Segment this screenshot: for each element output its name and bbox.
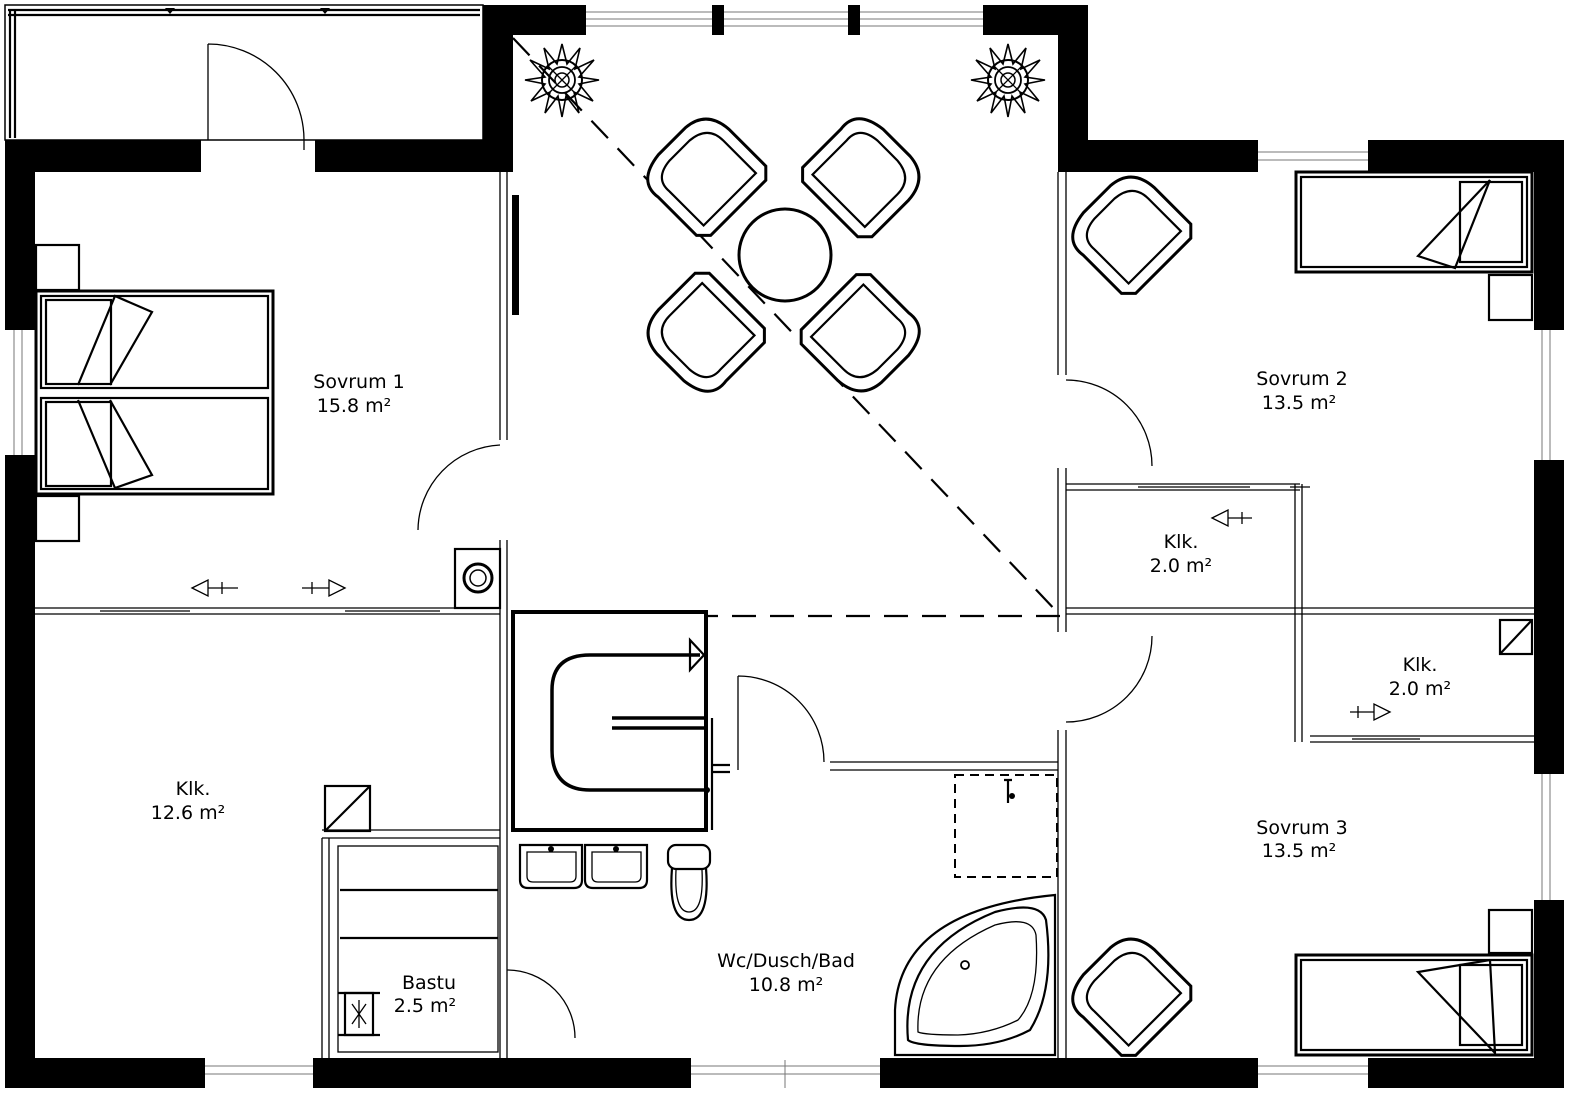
room-name-sovrum-1: Sovrum 1 [313, 371, 404, 393]
single-bed [1294, 953, 1534, 1057]
nightstand [34, 243, 81, 292]
armchair [1060, 925, 1200, 1065]
plant [970, 43, 1046, 118]
toilet [666, 843, 712, 922]
room-area-sovrum-2: 13.5 m² [1262, 392, 1336, 414]
sauna-benches [337, 845, 499, 1053]
room-name-sovrum-3: Sovrum 3 [1256, 817, 1347, 839]
room-name-klk-mid: Klk. [1164, 531, 1199, 553]
shower-area [954, 774, 1058, 878]
sauna-heater [338, 991, 380, 1037]
room-name-bastu: Bastu [402, 972, 456, 994]
direction-arrows [190, 508, 1392, 722]
room-area-bastu: 2.5 m² [394, 995, 456, 1017]
shower [511, 610, 730, 832]
room-area-sovrum-3: 13.5 m² [1262, 840, 1336, 862]
corner-bathtub [893, 893, 1057, 1057]
nightstand [1487, 273, 1534, 322]
entrance-porch [4, 4, 484, 150]
room-area-bathroom: 10.8 m² [749, 974, 823, 996]
nightstand [1487, 908, 1534, 955]
room-name-klk-right: Klk. [1403, 654, 1438, 676]
doors [100, 379, 1420, 1039]
outer-walls [5, 5, 1564, 1088]
armchair [1060, 163, 1200, 303]
plant [524, 43, 600, 118]
closet-box [1498, 618, 1534, 656]
room-name-klk-left: Klk. [176, 778, 211, 800]
closet-box [323, 784, 372, 833]
windows [13, 11, 1551, 1088]
sink [583, 843, 649, 890]
room-area-klk-right: 2.0 m² [1389, 678, 1451, 700]
sink [518, 843, 584, 890]
room-area-sovrum-1: 15.8 m² [317, 395, 391, 417]
single-bed [1294, 170, 1534, 274]
dining-table [737, 207, 833, 303]
nightstand [34, 494, 81, 543]
washing-machine [453, 547, 502, 610]
room-name-sovrum-2: Sovrum 2 [1256, 368, 1347, 390]
room-name-bathroom: Wc/Dusch/Bad [717, 950, 855, 972]
interior-walls [35, 172, 1534, 1058]
room-area-klk-mid: 2.0 m² [1150, 555, 1212, 577]
room-area-klk-left: 12.6 m² [151, 802, 225, 824]
double-bed [34, 289, 275, 496]
